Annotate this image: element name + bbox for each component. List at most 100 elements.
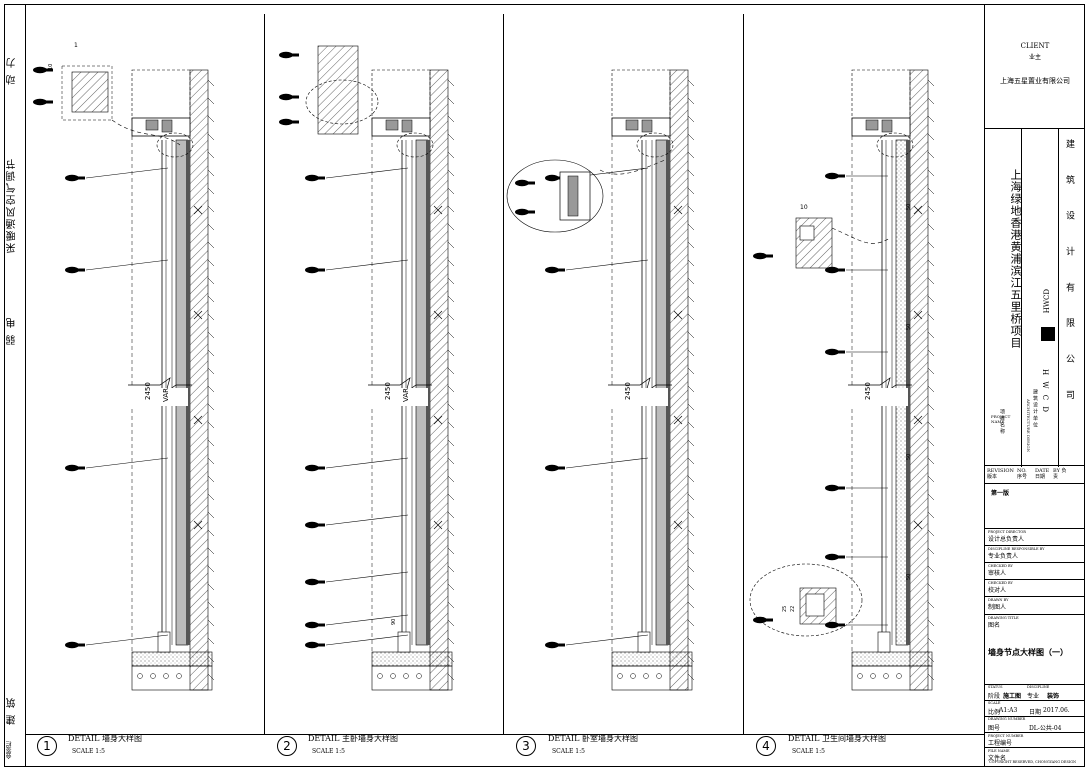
wall-break-mark [927,637,935,645]
dim-height: 2450 [384,382,392,400]
discipline-value: 装饰 [1047,693,1060,700]
wall-break-mark [687,169,695,177]
ceiling-cornice [611,117,671,137]
detail-title-3: DETAIL 卧室墙身大样图 [548,734,638,743]
material-tag-label [78,268,85,272]
material-tag [515,208,529,216]
wall-break-mark [447,565,455,573]
dim-fifty: 50 [906,324,912,330]
column-divider [1021,129,1022,467]
drawing-title: 墙身节点大样图（一） [988,647,1068,657]
floor-void [137,673,143,679]
wall-break-mark [687,367,695,375]
caption-line [26,734,984,735]
by-label: BY 负责 [1053,468,1067,480]
cornice-profile [881,119,893,133]
wall-break-mark [927,205,935,213]
detail-title-2: DETAIL 主卧墙身大样图 [308,734,398,743]
wall-break-mark [687,529,695,537]
ceiling-void [611,69,671,121]
project-name: 上海绿地香港黄浦滨江五里桥项目 [1009,169,1022,349]
discipline-en: DISCIPLINE RESPONSIBLE BY [988,547,1045,551]
fixing-mark [193,205,203,215]
leader-line [325,457,409,469]
fixing-mark [193,520,203,530]
material-tag [33,66,47,74]
leader-line [325,634,409,646]
cloud-callout [506,159,604,233]
floor-void [403,673,409,679]
wall-break-mark [447,367,455,375]
drawing-number-en: DRAWING NUMBER [988,717,1026,721]
project-number-en: PROJECT NUMBER [988,734,1024,738]
discipline-field-en: DISCIPLINE [1027,685,1050,689]
wall-break-mark [447,259,455,267]
drawing-frame [4,4,1085,767]
date-field-label: 日期 [1029,709,1042,716]
fixing-mark [913,415,923,425]
material-tag [545,266,559,274]
wall-break-mark [927,457,935,465]
leader-line [565,634,649,646]
fixing-mark [433,520,443,530]
scale-date-row: SCALE 比例 A1:A3 日期 2017.06. [985,700,1085,716]
wall-break-mark [687,97,695,105]
break-mask [368,388,428,406]
wall-break-mark [447,475,455,483]
dim-var: VAR [162,388,170,402]
material-tag-label [838,623,845,627]
wall-break-mark [927,385,935,393]
floor-slab [851,665,933,691]
dim-height: 2450 [144,382,152,400]
wall-break-mark [927,601,935,609]
wall-break-mark [927,313,935,321]
floor-void [416,673,422,679]
dim-fifty: 50 [906,204,912,210]
floor-screed [131,651,213,667]
wall-break-mark [207,403,215,411]
material-tag [65,641,79,649]
project-director-cn: 设计总负责人 [988,536,1025,543]
masonry-wall [909,69,929,691]
detail-callout [636,132,674,158]
client-label-cn: 业主 [1028,54,1041,61]
arch-design-cn: 建 筑 设 计 单 位 [1032,389,1038,427]
leader-line [325,167,409,179]
dim-height: 2450 [624,382,632,400]
floor-void [643,673,649,679]
client-name: 上海五星置业有限公司 [1000,77,1070,85]
company-abbr: H W C D [1041,369,1049,414]
break-symbol [608,377,672,393]
dim-ten-4: 10 [800,204,808,211]
leader-line [85,259,169,271]
material-tag [753,252,767,260]
client-label-en: CLIENT [1020,42,1050,50]
ceiling-cornice [371,117,431,137]
floor-void [630,673,636,679]
floor-void [390,673,396,679]
date-value: 2017.06. [1043,707,1070,714]
wall-break-mark [687,385,695,393]
detail-number-4: 4 [756,736,776,756]
leader-line [325,571,409,583]
inset-section [795,217,833,269]
wall-break-mark [207,547,215,555]
material-tag [545,641,559,649]
checked-row: CHECKED BY 审核人 [985,562,1085,579]
floor-void [163,673,169,679]
wall-break-mark [927,529,935,537]
revision-header: REVISION 版本 NO. 序号 DATE 日期 BY 负责 [985,466,1085,484]
wall-break-mark [927,331,935,339]
wall-break-mark [927,439,935,447]
wall-break-mark [447,115,455,123]
material-tag-label [558,268,565,272]
wall-break-mark [447,313,455,321]
wall-break-mark [207,97,215,105]
wall-break-mark [927,403,935,411]
floor-void [896,673,902,679]
wall-break-mark [927,349,935,357]
wall-break-mark [447,421,455,429]
wall-break-mark [447,277,455,285]
ceiling-void [851,69,911,121]
material-tag [825,484,839,492]
